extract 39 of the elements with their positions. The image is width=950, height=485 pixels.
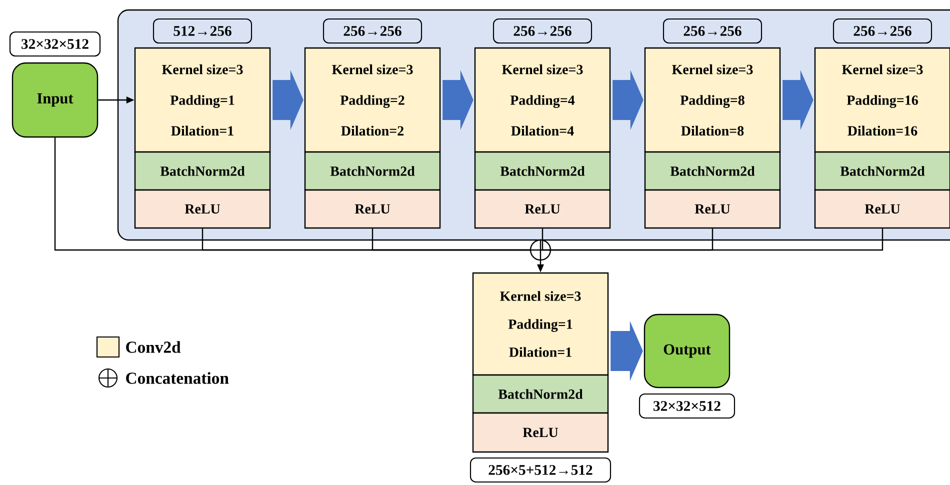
connector-line bbox=[551, 228, 884, 251]
relu-box: ReLU bbox=[814, 189, 950, 229]
relu-box: ReLU bbox=[304, 189, 441, 229]
relu-box: ReLU bbox=[472, 412, 609, 453]
legend-label: Conv2d bbox=[126, 341, 181, 353]
concat-circle bbox=[529, 238, 552, 262]
conv-box: Kernel size=3 Padding=1 Dilation=1 bbox=[472, 272, 609, 376]
size-label: 512→256 bbox=[152, 18, 252, 44]
conv-box: Kernel size=3 Padding=2 Dilation=2 bbox=[304, 47, 441, 153]
batchnorm-box: BatchNorm2d bbox=[472, 374, 609, 414]
terminal-box: Output bbox=[644, 314, 730, 388]
conv-box: Kernel size=3 Padding=1 Dilation=1 bbox=[134, 47, 271, 153]
size-label: 32×32×512 bbox=[9, 31, 101, 57]
batchnorm-box: BatchNorm2d bbox=[134, 151, 271, 191]
size-label: 256→256 bbox=[322, 18, 422, 44]
block-arrow bbox=[442, 70, 474, 130]
connector-line bbox=[542, 228, 552, 251]
size-label: 256→256 bbox=[832, 18, 932, 44]
batchnorm-box: BatchNorm2d bbox=[474, 151, 611, 191]
conv-box: Kernel size=3 Padding=4 Dilation=4 bbox=[474, 47, 611, 153]
block-arrow bbox=[782, 70, 814, 130]
batchnorm-box: BatchNorm2d bbox=[644, 151, 781, 191]
connector-line bbox=[372, 228, 530, 251]
batchnorm-box: BatchNorm2d bbox=[304, 151, 441, 191]
block-arrow bbox=[610, 321, 643, 381]
block-arrow bbox=[272, 70, 304, 130]
size-label: 256→256 bbox=[662, 18, 762, 44]
size-label: 256→256 bbox=[492, 18, 592, 44]
batchnorm-box: BatchNorm2d bbox=[814, 151, 950, 191]
terminal-box: Input bbox=[12, 62, 98, 138]
conv-box: Kernel size=3 Padding=16 Dilation=16 bbox=[814, 47, 950, 153]
size-label: 32×32×512 bbox=[638, 393, 736, 419]
block-arrow bbox=[612, 70, 644, 130]
relu-box: ReLU bbox=[474, 189, 611, 229]
conv-box: Kernel size=3 Padding=8 Dilation=8 bbox=[644, 47, 781, 153]
relu-box: ReLU bbox=[134, 189, 271, 229]
legend-label: Concatenation bbox=[126, 372, 229, 384]
size-label: 256×5+512→512 bbox=[470, 457, 612, 483]
relu-box: ReLU bbox=[644, 189, 781, 229]
